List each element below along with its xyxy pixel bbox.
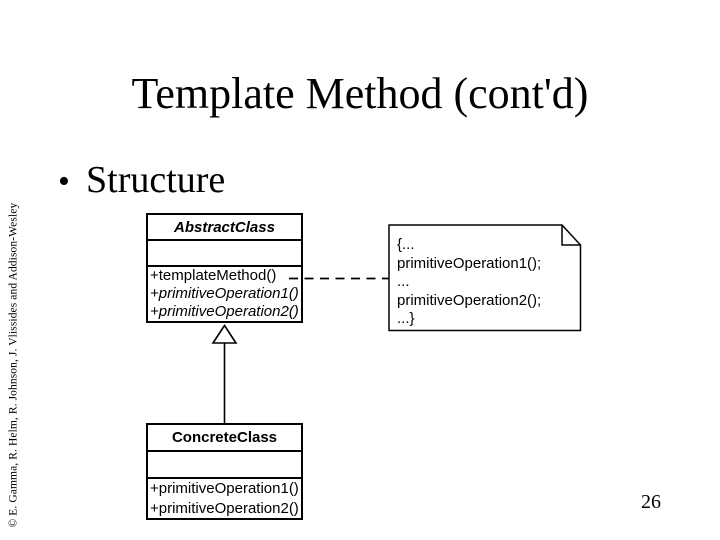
method-concrete-primitive-operation-1: +primitiveOperation1() [150, 480, 299, 497]
bullet-label: Structure [86, 159, 226, 201]
inheritance-arrowhead [211, 324, 238, 344]
concrete-class-name: ConcreteClass [148, 425, 301, 452]
uml-note-text: {... primitiveOperation1(); ... primitiv… [397, 236, 541, 329]
bullet-item: • Structure [58, 158, 225, 202]
method-concrete-primitive-operation-2: +primitiveOperation2() [150, 499, 299, 517]
method-primitive-operation-2: +primitiveOperation2() [150, 303, 299, 320]
note-line-5: ...} [397, 310, 415, 328]
slide-title: Template Method (cont'd) [131, 69, 589, 118]
page-number: 26 [641, 491, 661, 513]
concrete-class-box: ConcreteClass +primitiveOperation1() +pr… [146, 423, 303, 520]
note-line-2: primitiveOperation1(); [397, 254, 542, 272]
abstract-class-name: AbstractClass [148, 215, 301, 241]
concrete-class-attributes-compartment [148, 452, 301, 479]
copyright-sidebar-text: © E. Gamma, R. Helm, R. Johnson, J. Vlis… [7, 202, 20, 528]
concrete-class-methods-compartment: +primitiveOperation1() +primitiveOperati… [148, 479, 301, 518]
note-line-1: {... [397, 236, 415, 253]
abstract-class-box: AbstractClass +templateMethod() +primiti… [146, 213, 303, 323]
uml-note-fold-icon [561, 225, 581, 246]
note-line-3: ... [397, 273, 410, 291]
abstract-class-methods-compartment: +templateMethod() +primitiveOperation1()… [148, 267, 301, 321]
method-primitive-operation-1: +primitiveOperation1() [150, 285, 299, 302]
note-line-4: primitiveOperation2(); [397, 291, 542, 309]
abstract-class-attributes-compartment [148, 241, 301, 267]
method-template-method: +templateMethod() [150, 267, 277, 284]
bullet-icon: • [58, 163, 70, 200]
